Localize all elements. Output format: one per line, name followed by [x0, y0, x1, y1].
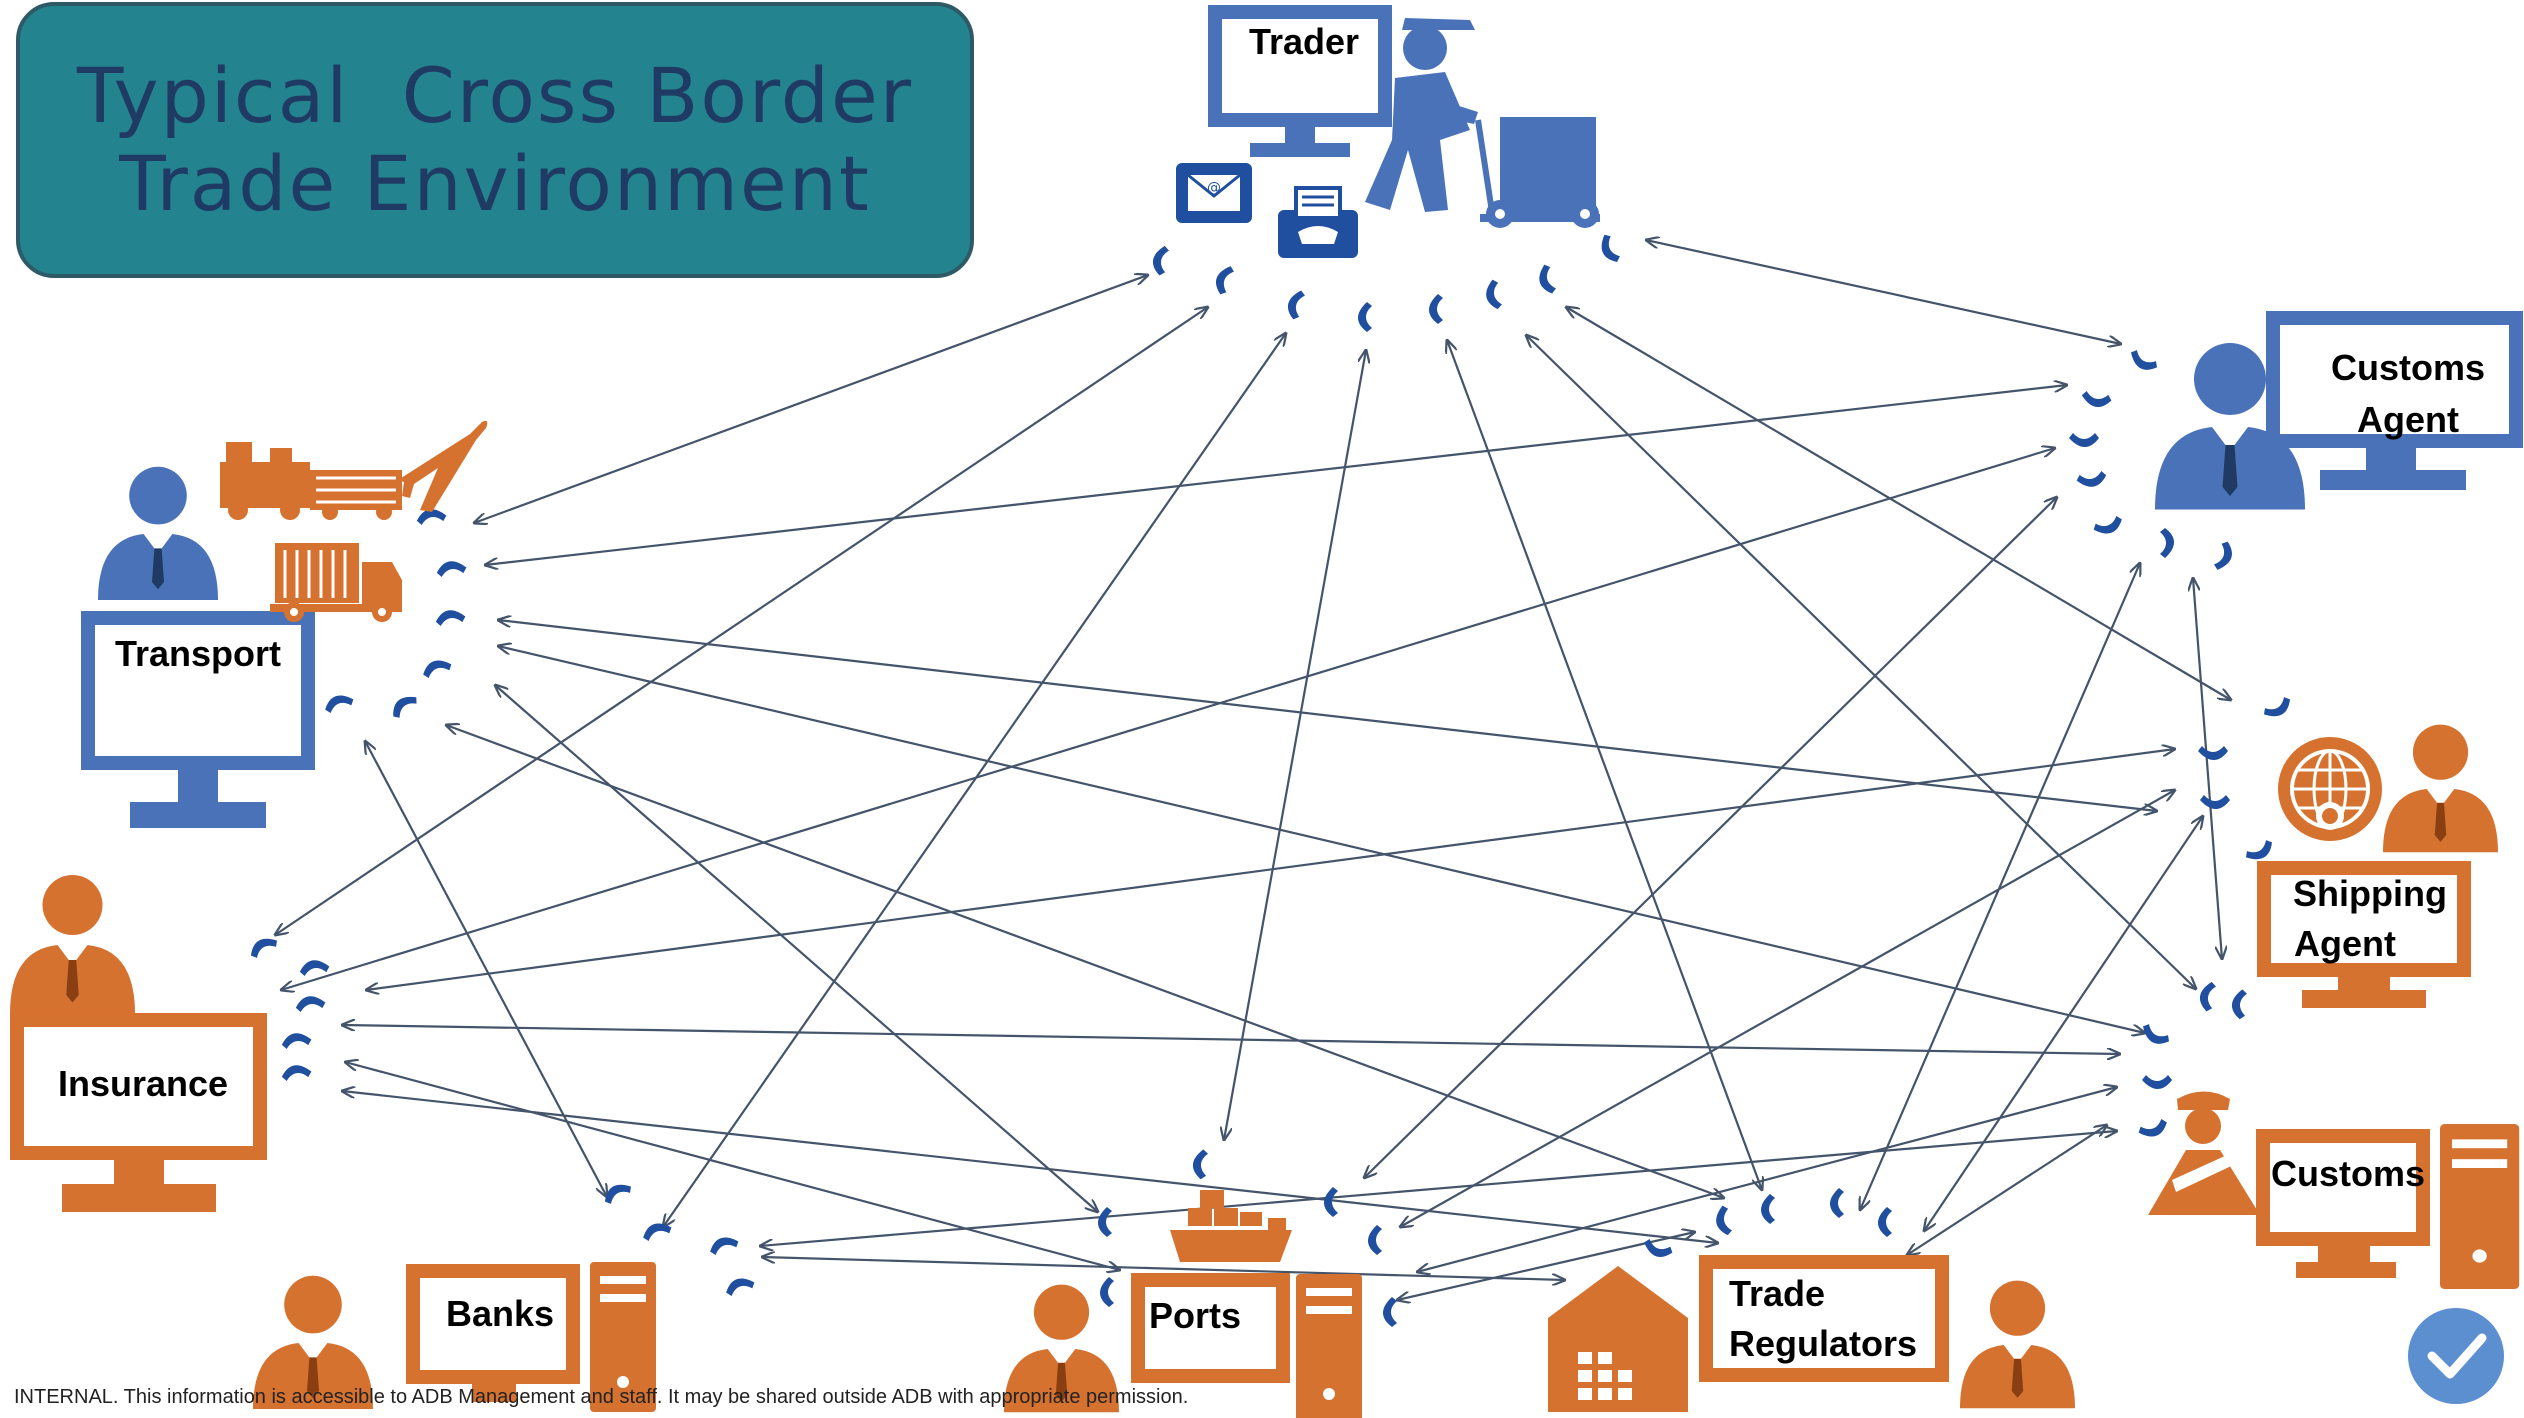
- person-with-trolley-icon: [1365, 18, 1600, 228]
- trader-monitor: Trader: [1208, 5, 1392, 157]
- arrow-customs-ports: [1417, 1087, 2117, 1272]
- trader-node: Trader @: [1176, 5, 1600, 258]
- svg-text:@: @: [1207, 180, 1221, 196]
- envelope-icon: @: [1176, 163, 1252, 223]
- shipping-agent-label-line1: Shipping: [2293, 873, 2447, 914]
- banks-node: Banks: [253, 1262, 656, 1412]
- arrow-customs-regulators: [1907, 1125, 2107, 1255]
- arrow-trader-customs-agent: [1646, 240, 2121, 344]
- arrow-trader-customs: [1526, 335, 2196, 989]
- arrow-customs-agent-customs: [2193, 578, 2222, 959]
- customs-label: Customs: [2271, 1153, 2425, 1194]
- insurance-label: Insurance: [58, 1063, 228, 1104]
- arrow-shipping-ports: [1400, 790, 2175, 1227]
- server-tower-icon: [2440, 1124, 2520, 1289]
- shipping-agent-node: Shipping Agent: [2257, 724, 2498, 1008]
- arrow-transport-regulators: [446, 725, 1724, 1198]
- arrow-trader-banks: [663, 333, 1286, 1227]
- arrow-trader-insurance: [275, 307, 1208, 935]
- ports-label: Ports: [1149, 1295, 1241, 1336]
- arrow-transport-ports: [495, 685, 1098, 1212]
- trade-regulators-avatar: [1960, 1280, 2075, 1409]
- insurance-avatar: [10, 875, 135, 1014]
- arrow-insurance-ports: [345, 1062, 1120, 1270]
- arrow-customs-agent-regulators: [1860, 563, 2140, 1210]
- title-box: Typical Cross Border Trade Environment: [16, 2, 974, 278]
- trader-label: Trader: [1249, 21, 1359, 62]
- arrow-customs-agent-insurance: [281, 448, 2055, 990]
- transport-avatar: [98, 466, 218, 600]
- arrow-customs-agent-transport: [485, 385, 2067, 565]
- warehouse-icon: [1548, 1266, 1688, 1412]
- check-badge-icon[interactable]: [2408, 1308, 2504, 1404]
- arrow-insurance-regulators: [342, 1091, 1718, 1243]
- customs-node: Customs: [2148, 1091, 2520, 1289]
- customs-agent-node: Customs Agent: [2155, 311, 2523, 510]
- arrow-transport-banks: [365, 741, 607, 1197]
- airplane-icon: [398, 420, 488, 512]
- arrow-insurance-customs: [342, 1025, 2120, 1054]
- trade-regulators-node: Trade Regulators: [1548, 1255, 2075, 1412]
- arrow-transport-customs: [498, 646, 2145, 1033]
- train-icon: [220, 442, 402, 520]
- ports-node: Ports: [1004, 1190, 1362, 1418]
- trade-regulators-label-line2: Regulators: [1729, 1323, 1917, 1364]
- phone-handset-icons: [246, 232, 2295, 1327]
- arrow-trader-transport: [474, 275, 1148, 523]
- footer-disclaimer: INTERNAL. This information is accessible…: [14, 1386, 1189, 1408]
- shipping-agent-label-line2: Agent: [2294, 923, 2396, 964]
- globe-icon: [2278, 737, 2382, 841]
- arrow-shipping-insurance: [366, 749, 2175, 990]
- banks-label: Banks: [446, 1293, 554, 1334]
- arrow-transport-shipping: [498, 620, 2157, 811]
- arrow-customs-agent-ports: [1364, 497, 2057, 1178]
- truck-icon: [270, 543, 402, 622]
- customs-agent-label-line2: Agent: [2357, 399, 2459, 440]
- connection-arrows: [275, 240, 2231, 1300]
- ship-icon: [1170, 1190, 1292, 1262]
- trade-regulators-label-line1: Trade: [1729, 1273, 1825, 1314]
- server-tower-icon: [1296, 1274, 1362, 1418]
- customs-agent-label-line1: Customs: [2331, 347, 2485, 388]
- customs-officer-icon: [2148, 1091, 2260, 1215]
- arrow-trader-shipping: [1566, 307, 2231, 700]
- arrow-shipping-regulators: [1924, 816, 2203, 1231]
- arrow-customs-banks: [760, 1131, 2117, 1246]
- transport-label: Transport: [115, 633, 281, 674]
- arrow-trader-regulators: [1447, 340, 1762, 1190]
- title-line-1: Typical Cross Border: [77, 51, 913, 140]
- shipping-agent-avatar: [2383, 724, 2498, 853]
- title-line-2: Trade Environment: [119, 139, 871, 228]
- transport-node: Transport: [81, 420, 488, 828]
- insurance-node: Insurance: [10, 875, 267, 1212]
- fax-icon: [1278, 186, 1358, 258]
